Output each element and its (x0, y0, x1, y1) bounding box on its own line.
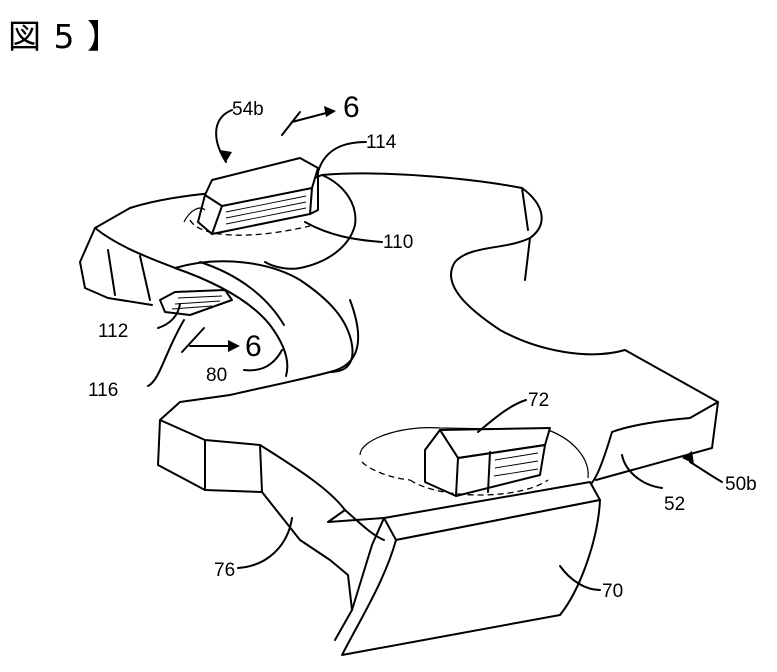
upper-block-114 (184, 158, 318, 235)
label-54b: 54b (232, 99, 264, 120)
label-80: 80 (206, 365, 227, 386)
label-50b: 50b (725, 474, 757, 495)
label-116: 116 (88, 380, 118, 401)
label-76: 76 (214, 560, 235, 581)
label-72: 72 (528, 390, 549, 411)
lower-block-72 (360, 428, 588, 496)
label-52: 52 (664, 494, 685, 515)
label-section-6-bottom: 6 (245, 330, 262, 363)
label-section-6-top: 6 (343, 91, 360, 124)
arrowhead-6-bottom (228, 340, 240, 352)
label-70: 70 (602, 581, 623, 602)
arrowhead-6-top (324, 106, 336, 117)
label-112: 112 (98, 321, 128, 342)
label-110: 110 (383, 232, 413, 253)
label-114: 114 (366, 132, 397, 153)
arrowhead-50b (682, 451, 694, 464)
